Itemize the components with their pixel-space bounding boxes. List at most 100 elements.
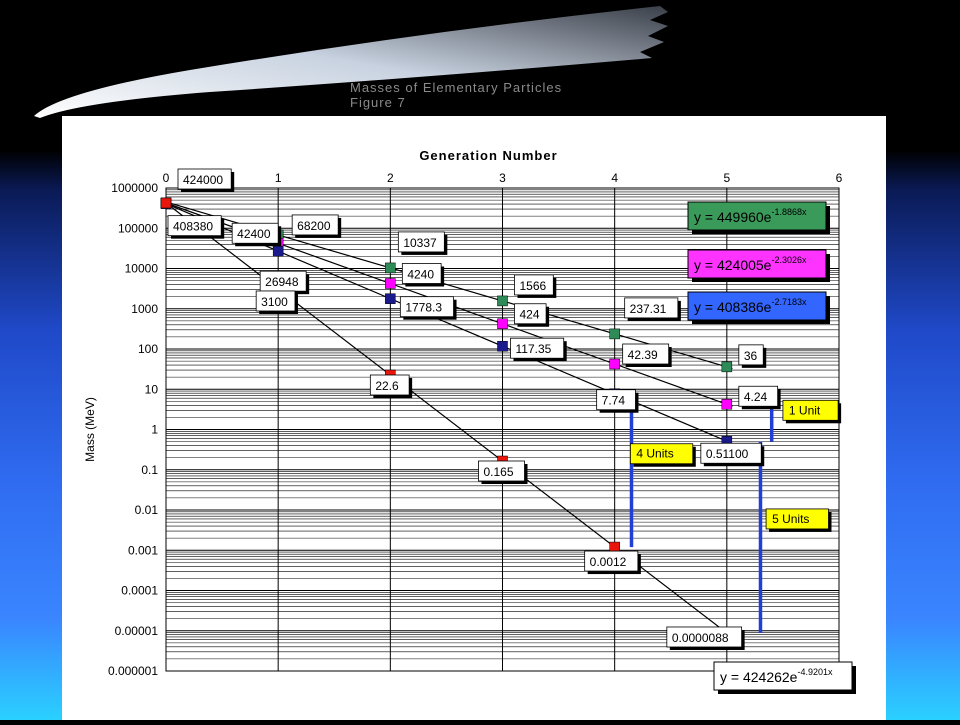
fit-equation-base: y = 449960e	[694, 209, 772, 225]
unit-annotation-box	[629, 443, 694, 465]
y-tick-label: 0.1	[141, 463, 158, 477]
data-label-group: 3100	[255, 290, 298, 314]
fit-equation-group: y = 424262e-4.9201x	[713, 661, 856, 694]
fit-equation-exponent: -1.8868x	[771, 207, 807, 217]
data-label-group: 4.24	[738, 385, 781, 410]
y-tick-label: 100000	[118, 221, 158, 235]
fit-equation-group: y = 424005e-2.3026x	[687, 249, 830, 282]
slide-title: Masses of Elementary Particles Figure 7	[350, 80, 610, 110]
x-tick-label: 2	[387, 171, 394, 185]
fit-equation: y = 424262e-4.9201x	[720, 667, 833, 685]
data-label-group: 42.39	[622, 343, 672, 368]
fit-equation-box	[687, 291, 827, 321]
y-tick-label: 10	[145, 382, 159, 396]
slide-title-line1: Masses of Elementary Particles	[350, 80, 563, 95]
fit-equation-base: y = 424005e	[694, 257, 772, 273]
data-label: 0.165	[484, 465, 514, 479]
data-point	[272, 245, 284, 257]
data-label-box	[478, 460, 525, 482]
data-label: 22.6	[375, 379, 399, 393]
data-label-group: 0.51100	[700, 442, 765, 467]
y-tick-label: 1000000	[111, 181, 158, 195]
data-labels: 42400068200103371566237.3136424004240424…	[167, 168, 842, 650]
data-label-group: 424	[514, 303, 550, 327]
fit-equation-box	[687, 201, 827, 231]
unit-annotation-label: 1 Unit	[789, 403, 821, 417]
fit-equation-base: y = 424262e	[720, 669, 798, 685]
data-label-group: 424000	[177, 168, 235, 192]
data-label-box	[369, 374, 410, 396]
data-label: 0.51100	[706, 447, 749, 461]
data-point	[609, 328, 620, 340]
data-point	[497, 295, 508, 307]
data-label-group: 0.165	[478, 460, 528, 484]
data-label: 424	[520, 308, 540, 322]
data-label-box	[666, 626, 743, 648]
data-label: 26948	[265, 275, 299, 289]
fit-equation: y = 449960e-1.8868x	[694, 207, 807, 225]
data-label-group: 7.74	[596, 389, 639, 413]
unit-annotation-group: 5 Units	[765, 508, 832, 532]
data-label-group: 237.31	[624, 297, 681, 321]
data-point	[497, 340, 508, 352]
fit-equation: y = 424005e-2.3026x	[694, 255, 807, 273]
data-label: 117.35	[516, 342, 552, 356]
y-tick-label: 0.01	[135, 503, 159, 517]
data-label: 0.0012	[590, 555, 627, 569]
y-axis-title: Mass (MeV)	[83, 397, 97, 462]
data-label-group: 1778.3	[399, 296, 457, 320]
unit-annotation-box	[782, 399, 839, 421]
data-label-box	[514, 274, 554, 296]
data-point	[385, 262, 396, 274]
data-label: 4240	[407, 267, 434, 281]
fit-equation-exponent: -2.7183x	[771, 297, 807, 307]
data-label: 36	[744, 349, 758, 363]
unit-annotation-label: 4 Units	[636, 447, 673, 461]
data-label-group: 10337	[397, 231, 448, 255]
data-label-box	[255, 290, 296, 312]
fit-equation-box	[687, 249, 827, 279]
data-point	[160, 197, 172, 209]
y-tick-label: 0.0001	[121, 584, 158, 598]
y-tick-label: 1000	[131, 302, 158, 316]
data-point	[385, 293, 396, 304]
data-label-box	[510, 337, 565, 359]
unit-annotations	[629, 393, 774, 633]
data-label-box	[397, 231, 445, 253]
x-tick-label: 4	[611, 171, 618, 185]
x-tick-label: 1	[275, 171, 282, 185]
data-label: 408380	[173, 220, 213, 234]
chart: 42400068200103371566237.3136424004240424…	[83, 148, 856, 694]
fit-equation-group: y = 408386e-2.7183x	[687, 291, 830, 324]
y-tick-label: 10000	[125, 262, 159, 276]
data-label-group: 0.0000088	[666, 626, 745, 650]
data-label-box	[231, 222, 279, 244]
slide-title-line2: Figure 7	[350, 95, 406, 110]
data-point	[609, 541, 620, 553]
unit-annotation-box	[765, 508, 829, 530]
data-label-box	[622, 343, 670, 365]
x-tick-label: 0	[163, 171, 170, 185]
data-label-group: 22.6	[369, 374, 413, 398]
data-point	[721, 361, 733, 373]
data-label: 4.24	[744, 390, 768, 404]
fit-equation-group: y = 449960e-1.8868x	[687, 201, 830, 234]
y-tick-label: 0.000001	[108, 664, 158, 678]
data-label: 3100	[261, 295, 288, 309]
data-label: 68200	[297, 219, 331, 233]
data-label: 42.39	[628, 348, 658, 362]
y-tick-label: 1	[151, 423, 158, 437]
data-label-box	[596, 389, 636, 411]
data-label: 7.74	[602, 394, 626, 408]
data-label: 42400	[237, 227, 271, 241]
unit-annotation-group: 1 Unit	[782, 399, 842, 424]
data-label-box	[584, 550, 639, 572]
data-label-group: 68200	[291, 214, 342, 238]
data-point	[721, 398, 733, 410]
fit-equation-box	[713, 661, 853, 691]
unit-annotation-group: 4 Units	[629, 443, 696, 467]
data-label: 1778.3	[405, 301, 442, 315]
data-label-box	[514, 303, 547, 325]
